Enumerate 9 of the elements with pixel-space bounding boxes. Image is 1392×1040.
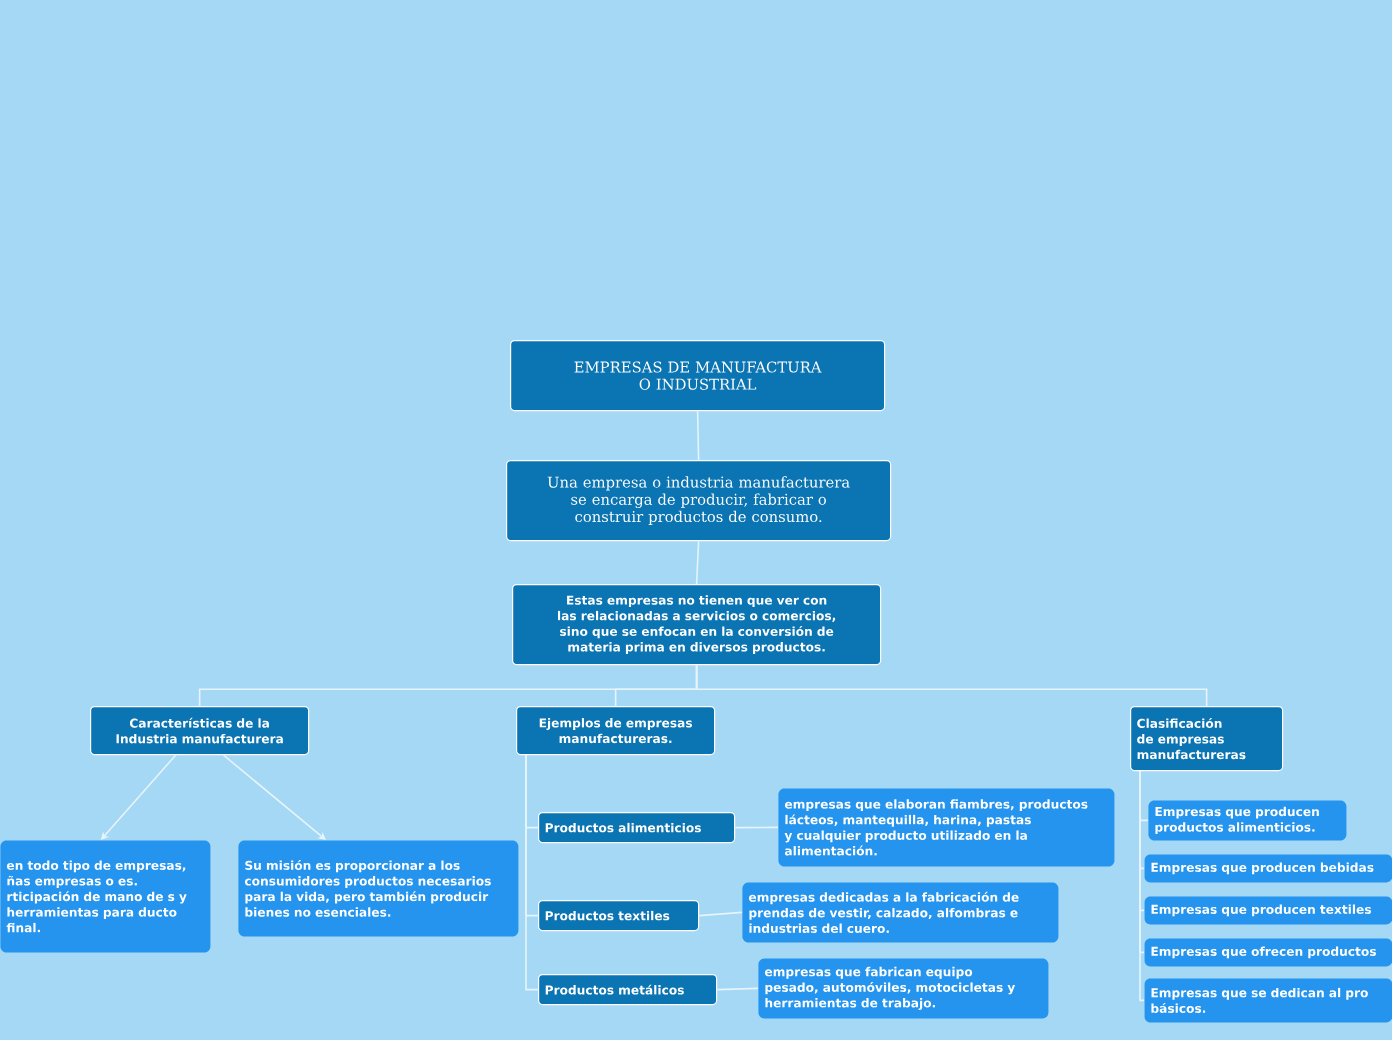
connector xyxy=(222,754,326,840)
connector xyxy=(695,664,1208,707)
connector xyxy=(716,987,759,991)
connector xyxy=(695,540,700,585)
connector xyxy=(734,826,779,829)
connector xyxy=(696,410,700,461)
connector xyxy=(698,911,743,917)
connector xyxy=(1139,770,1145,1002)
connector xyxy=(525,754,539,991)
